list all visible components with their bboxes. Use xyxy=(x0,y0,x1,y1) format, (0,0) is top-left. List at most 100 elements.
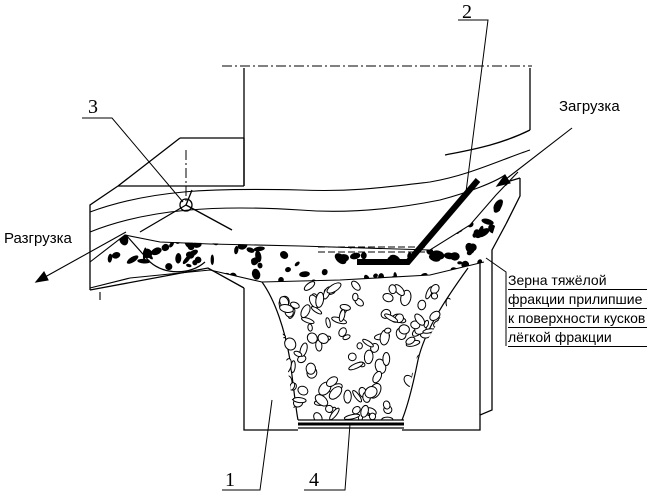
heavy-grain xyxy=(349,252,361,260)
heavy-grain xyxy=(465,242,475,254)
light-grain xyxy=(268,343,279,359)
heavy-grain xyxy=(246,247,255,253)
light-grain xyxy=(447,350,457,360)
heavy-grain xyxy=(182,255,191,265)
heavy-grain xyxy=(150,205,156,211)
heavy-grain xyxy=(461,215,469,222)
light-grain xyxy=(356,342,363,350)
light-grain xyxy=(352,292,359,302)
heavy-grain xyxy=(234,245,239,255)
heavy-grain xyxy=(219,238,227,244)
heavy-grain xyxy=(379,239,391,245)
label-tank-body: 1 xyxy=(225,469,235,491)
heavy-grain xyxy=(378,273,385,281)
heavy-grain xyxy=(186,230,194,236)
heavy-grain xyxy=(321,268,328,276)
light-grain xyxy=(268,370,279,380)
light-grain xyxy=(459,281,468,299)
light-grain xyxy=(430,284,440,294)
heavy-grain xyxy=(310,192,318,200)
heavy-grain xyxy=(90,221,95,229)
heavy-grain xyxy=(264,199,271,212)
light-grain xyxy=(260,381,270,391)
light-grain xyxy=(262,373,280,382)
light-grain xyxy=(265,304,275,318)
light-grain xyxy=(462,310,468,319)
heavy-grain xyxy=(137,258,151,264)
heavy-grain xyxy=(348,243,354,249)
heavy-grain xyxy=(395,210,405,222)
light-grain xyxy=(290,301,300,309)
heavy-grain xyxy=(119,172,132,182)
light-grain xyxy=(388,284,397,295)
heavy-grain xyxy=(431,250,445,260)
light-grain xyxy=(438,356,446,369)
heavy-grain xyxy=(219,175,226,180)
light-grain xyxy=(414,313,426,326)
light-grain xyxy=(279,304,294,313)
bottom-grate xyxy=(298,419,404,429)
light-grain xyxy=(448,390,463,399)
light-grain xyxy=(360,404,369,418)
light-grain xyxy=(427,361,437,376)
heavy-grain xyxy=(188,249,198,257)
light-grain xyxy=(447,363,455,381)
heavy-grain xyxy=(278,277,284,283)
heavy-grain xyxy=(111,251,121,259)
heavy-grain xyxy=(159,184,164,190)
heavy-grain xyxy=(482,186,489,193)
discharge-chute xyxy=(125,234,206,273)
light-grain xyxy=(364,386,378,399)
light-grain xyxy=(338,309,346,322)
heavy-grain xyxy=(137,189,145,195)
light-grain xyxy=(343,413,361,420)
light-grain xyxy=(342,334,351,341)
light-grain xyxy=(266,351,272,365)
heavy-grain xyxy=(443,252,455,260)
light-grain xyxy=(382,352,391,366)
leader-lines xyxy=(82,19,507,491)
heavy-grain xyxy=(147,253,153,260)
heavy-grain xyxy=(208,172,216,175)
light-grain xyxy=(315,291,325,308)
heavy-grain xyxy=(373,207,382,215)
light-grain xyxy=(429,310,441,322)
heavy-grain xyxy=(393,218,400,223)
heavy-grain xyxy=(294,261,300,267)
heavy-grain xyxy=(414,222,424,227)
heavy-grain xyxy=(210,254,215,266)
heavy-grain xyxy=(298,231,304,238)
heavy-grain xyxy=(393,239,401,246)
heavy-grain xyxy=(92,181,100,189)
heavy-grain xyxy=(477,225,484,238)
heavy-grain xyxy=(341,204,346,215)
light-grain xyxy=(445,346,456,360)
heavy-grain xyxy=(390,216,397,227)
heavy-grain xyxy=(142,178,154,189)
light-grain xyxy=(422,406,432,420)
light-grain xyxy=(384,313,399,323)
light-grain xyxy=(328,386,343,400)
heavy-grain xyxy=(397,198,412,206)
heavy-grain xyxy=(426,172,437,176)
light-grain xyxy=(382,292,394,303)
heavy-grain xyxy=(204,235,209,241)
light-grain xyxy=(262,316,274,327)
heavy-grain xyxy=(251,268,261,280)
light-grain xyxy=(418,363,433,377)
light-grain xyxy=(413,387,427,401)
heavy-grain xyxy=(317,227,325,240)
heavy-grain xyxy=(361,198,369,203)
heavy-grain xyxy=(368,178,383,187)
heavy-grain xyxy=(501,256,510,268)
light-grain xyxy=(363,349,374,365)
heavy-grain xyxy=(349,180,356,187)
light-grain xyxy=(405,336,416,345)
light-grain xyxy=(443,376,461,386)
heavy-grain-outlines xyxy=(89,171,519,289)
label-rotor: 3 xyxy=(88,96,98,118)
heavy-grain xyxy=(312,234,318,240)
label-grate: 4 xyxy=(309,469,319,491)
light-grain xyxy=(289,382,296,391)
